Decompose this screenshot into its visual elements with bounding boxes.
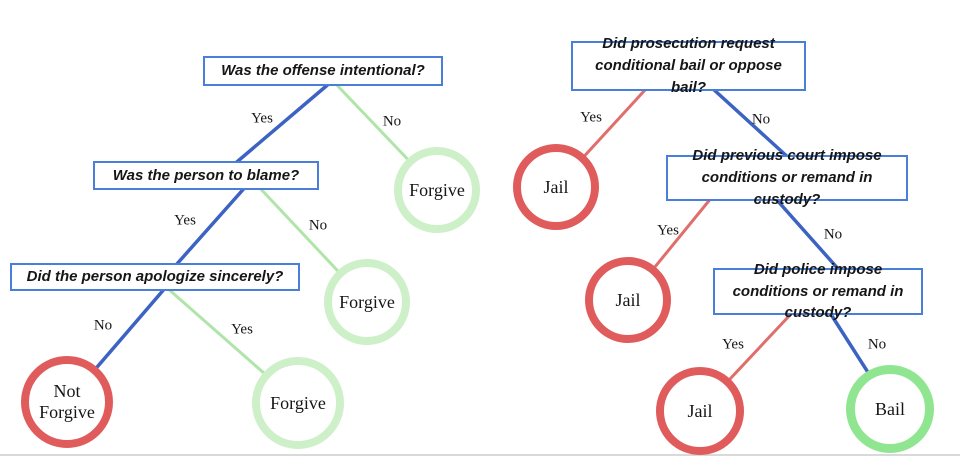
question-box-prosecution-request: Did prosecution request conditional bail…: [571, 35, 806, 96]
leaf-jail-level2: Jail: [585, 257, 671, 343]
edge-right-q2-no: [774, 197, 850, 282]
branch-label-left-q2-yes: Yes: [174, 212, 196, 229]
leaf-forgive-level1: Forgive: [394, 147, 480, 233]
question-box-offense-intentional: Was the offense intentional?: [203, 56, 443, 86]
edge-left-q1-yes: [223, 80, 333, 174]
leaf-jail-level3: Jail: [656, 367, 744, 455]
branch-label-left-q3-yes: Yes: [231, 321, 253, 338]
branch-label-right-q1-yes: Yes: [580, 109, 602, 126]
branch-label-right-q2-no: No: [823, 226, 843, 243]
leaf-not-forgive: Not Forgive: [21, 356, 113, 448]
branch-label-left-q3-no: No: [93, 317, 113, 334]
branch-label-right-q1-no: No: [751, 111, 771, 128]
branch-label-left-q1-no: No: [382, 113, 402, 130]
question-box-apologize-sincerely: Did the person apologize sincerely?: [10, 263, 300, 291]
edge-left-q2-yes: [166, 182, 250, 276]
question-box-person-to-blame: Was the person to blame?: [93, 161, 319, 190]
question-box-previous-court: Did previous court impose conditions or …: [666, 147, 908, 208]
question-box-police-impose: Did police impose conditions or remand i…: [713, 261, 923, 321]
branch-label-left-q1-yes: Yes: [251, 110, 273, 127]
branch-label-right-q2-yes: Yes: [657, 222, 679, 239]
branch-label-right-q3-yes: Yes: [722, 336, 744, 353]
leaf-forgive-level2: Forgive: [324, 259, 410, 345]
branch-label-left-q2-no: No: [308, 217, 328, 234]
leaf-jail-level1: Jail: [513, 144, 599, 230]
leaf-forgive-level3: Forgive: [252, 357, 344, 449]
branch-label-right-q3-no: No: [867, 336, 887, 353]
leaf-bail: Bail: [846, 365, 934, 453]
bottom-rule-line: [0, 454, 960, 456]
